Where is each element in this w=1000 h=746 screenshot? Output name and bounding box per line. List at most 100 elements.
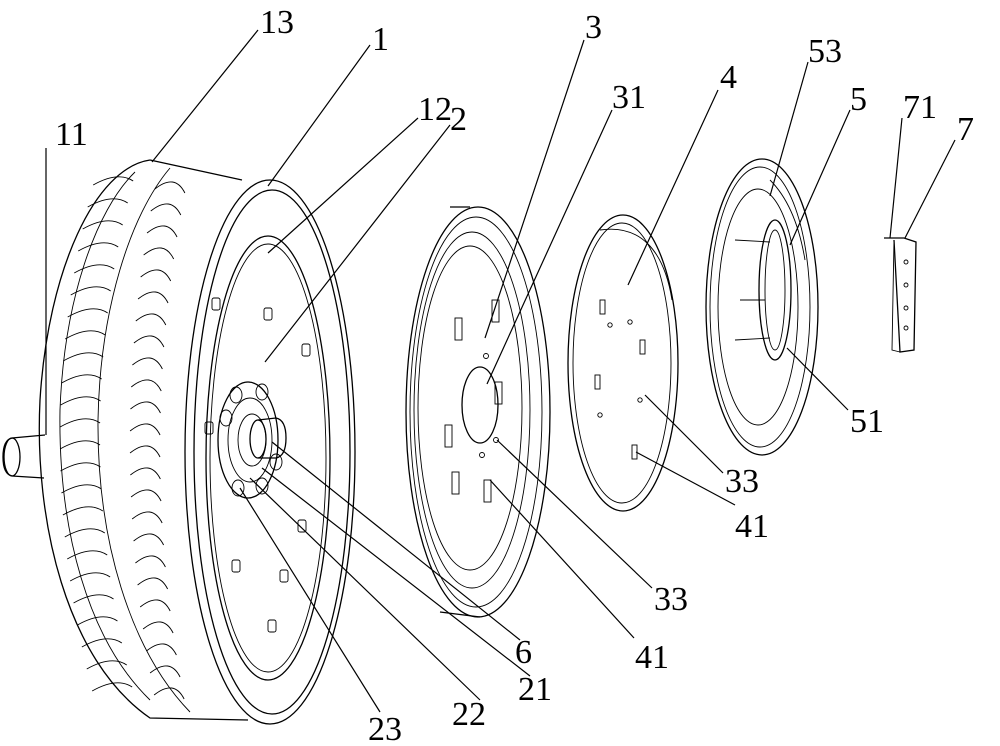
sipe: [130, 424, 160, 435]
sipe: [77, 617, 117, 625]
leader-1: [268, 45, 370, 186]
leader-2: [265, 125, 450, 362]
bolt-head: [220, 410, 232, 426]
label-2: 2: [450, 101, 467, 138]
leader-4: [628, 90, 718, 285]
slot: [600, 300, 605, 314]
sipe: [74, 265, 114, 273]
sipe: [132, 512, 162, 523]
leader-41a: [636, 452, 735, 505]
axle-11: [3, 435, 45, 478]
slot: [452, 472, 459, 494]
sipe: [92, 683, 132, 691]
sipe: [60, 419, 100, 427]
label-7: 7: [957, 111, 974, 148]
slot: [455, 318, 462, 340]
sipe: [155, 182, 185, 193]
label-33a: 33: [725, 463, 759, 500]
sipe: [140, 600, 170, 611]
bracket-7: [884, 238, 916, 352]
bolt-head: [232, 480, 244, 496]
sipe: [78, 243, 118, 251]
label-51: 51: [850, 403, 884, 440]
sipe: [150, 666, 180, 677]
label-31: 31: [612, 79, 646, 116]
sipe: [132, 358, 162, 369]
shaft-6: [250, 420, 266, 458]
disc-3: [406, 207, 550, 617]
leader-22: [250, 478, 480, 700]
label-41a: 41: [735, 508, 769, 545]
bolt-head: [230, 387, 242, 403]
cover-5: [706, 159, 818, 455]
label-12: 12: [418, 91, 452, 128]
leader-53: [770, 62, 808, 196]
slot: [484, 480, 491, 502]
stud: [212, 298, 220, 310]
leader-lines: [46, 30, 955, 712]
label-33b: 33: [654, 581, 688, 618]
tread-sipes: [60, 177, 185, 699]
sipe: [61, 485, 101, 493]
leader-71: [890, 118, 902, 238]
sipe: [60, 441, 100, 449]
sipe: [88, 199, 128, 207]
slot: [640, 340, 645, 354]
sipe: [141, 270, 171, 281]
sipe: [151, 204, 181, 215]
label-53: 53: [808, 33, 842, 70]
sipe: [65, 331, 105, 339]
plate-4: [568, 215, 678, 511]
sipe: [130, 402, 160, 413]
label-71: 71: [903, 89, 937, 126]
leader-12: [268, 118, 418, 253]
label-13: 13: [260, 4, 294, 41]
label-23: 23: [368, 711, 402, 746]
slots-41: [445, 300, 502, 502]
label-3: 3: [585, 9, 602, 46]
label-4: 4: [720, 59, 737, 96]
leader-13: [152, 30, 258, 162]
sipe: [138, 578, 168, 589]
sipe: [63, 507, 103, 515]
slot: [445, 425, 452, 447]
stud: [264, 308, 272, 320]
sipe: [74, 595, 114, 603]
label-22: 22: [452, 696, 486, 733]
sipe: [60, 463, 100, 471]
sipe: [134, 336, 164, 347]
sipe: [130, 468, 160, 479]
sipe: [138, 292, 168, 303]
leader-3: [485, 40, 584, 338]
sipe: [61, 397, 101, 405]
leader-51: [787, 348, 848, 410]
sipe: [67, 551, 107, 559]
sipe: [63, 353, 103, 361]
sipe: [130, 446, 160, 457]
sipe: [135, 556, 165, 567]
sipe: [147, 226, 177, 237]
sipe: [68, 309, 108, 317]
bearing-flange-21: [218, 382, 278, 498]
label-5: 5: [850, 81, 867, 118]
sipe: [131, 490, 161, 501]
leader-31: [487, 110, 612, 384]
slot: [595, 375, 600, 389]
sipe: [62, 375, 102, 383]
sipe: [154, 688, 184, 699]
label-41b: 41: [635, 639, 669, 676]
sipe: [144, 248, 174, 259]
slot: [492, 300, 499, 322]
sipe: [131, 380, 161, 391]
stud: [280, 570, 288, 582]
leader-5: [790, 110, 850, 245]
slots-41b: [595, 300, 645, 459]
leader-7: [905, 140, 955, 238]
bolt-head: [256, 384, 268, 400]
label-1: 1: [372, 21, 389, 58]
label-11: 11: [55, 116, 88, 153]
sipe: [146, 644, 176, 655]
part-labels: 13 1 12 11 2 3 31 4 53 5 71 7 51 33 41 3…: [55, 4, 974, 746]
